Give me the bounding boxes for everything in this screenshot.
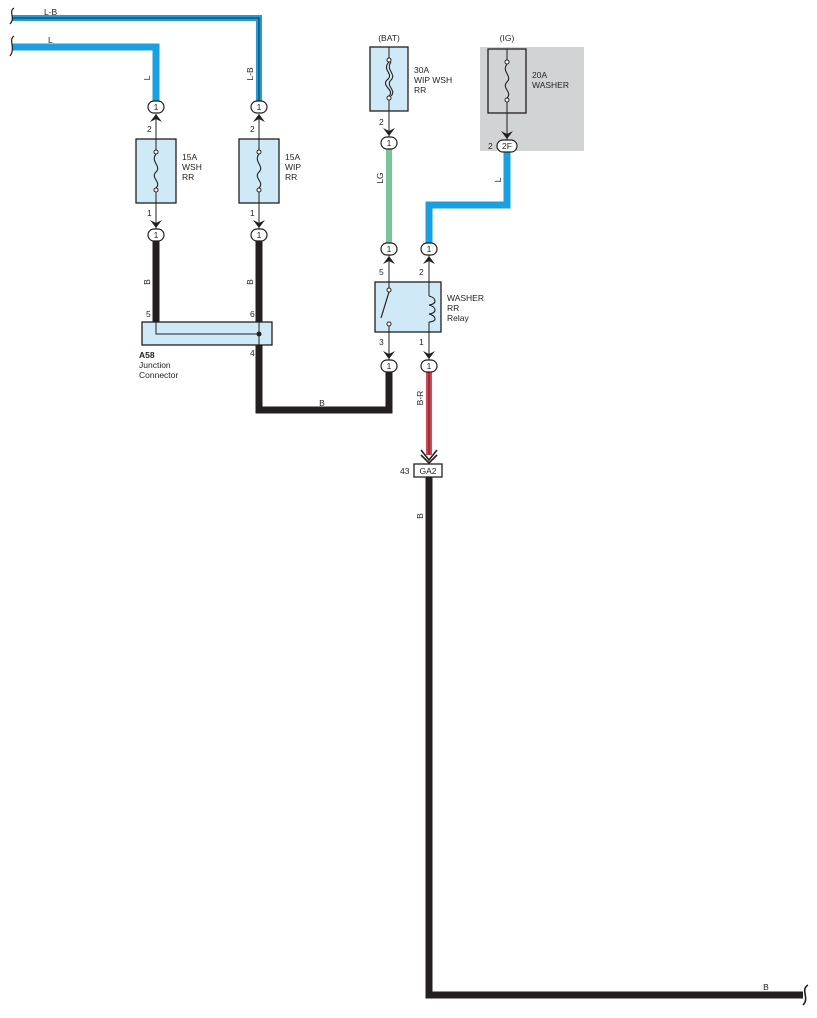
fuse-washer-name: WASHER	[532, 80, 569, 90]
pin-relay-2: 2	[419, 267, 424, 277]
supply-ig-label: (IG)	[500, 33, 515, 43]
pin-bat-fuse: 2	[379, 117, 384, 127]
pin-ga2: 43	[400, 466, 410, 476]
pin-jc-4: 4	[250, 348, 255, 358]
pin-relay-5: 5	[379, 267, 384, 277]
connector-c1: 1	[147, 100, 165, 114]
connector-c9-label: 1	[427, 361, 432, 371]
junction-label-1: Junction	[139, 360, 171, 370]
pin-wsh-bottom: 1	[147, 208, 152, 218]
wire-label-wip-feed: L-B	[245, 67, 255, 81]
connector-c2: 1	[250, 100, 268, 114]
connector-washer-ic-label: 2F	[502, 141, 512, 151]
connector-c4-label: 1	[257, 230, 262, 240]
pin-wsh-top: 2	[147, 124, 152, 134]
wire-label-wsh-out: B	[142, 279, 152, 285]
connector-c1-label: 1	[154, 102, 159, 112]
junction-label-2: Connector	[139, 370, 178, 380]
relay-label-3: Relay	[447, 313, 469, 323]
wire-jc-to-relay	[255, 345, 393, 414]
wire-label-lg: LG	[375, 172, 385, 183]
pin-washer: 2	[488, 141, 493, 151]
pin-jc-6: 6	[250, 309, 255, 319]
fuse-wip-rr-name: WIP	[285, 162, 301, 172]
connector-c7-label: 1	[427, 244, 432, 254]
fuse-wip-wsh-rr-suffix: RR	[414, 85, 426, 95]
connector-c8-label: 1	[387, 361, 392, 371]
fuse-wsh-rr-suffix: RR	[182, 172, 194, 182]
terminal-arrows	[150, 114, 513, 359]
pin-relay-3: 3	[379, 337, 384, 347]
connector-c6: 1	[380, 242, 398, 256]
fuse-wsh-rr-name: WSH	[182, 162, 202, 172]
wire-label-bottom: B	[763, 982, 769, 992]
connector-ga2: GA2	[413, 463, 443, 478]
fuse-washer	[487, 48, 527, 114]
pin-relay-1: 1	[419, 337, 424, 347]
wire-label-jc-to-relay: B	[319, 398, 325, 408]
connector-c7: 1	[420, 242, 438, 256]
wire-label-washer-feed: L	[493, 177, 503, 182]
connector-c6-label: 1	[387, 244, 392, 254]
connector-c8: 1	[380, 359, 398, 373]
fuse-wip-rr-rating: 15A	[285, 152, 300, 162]
wire-label-wip-out: B	[245, 279, 255, 285]
pin-wip-bottom: 1	[250, 208, 255, 218]
fuse-wip-rr	[238, 138, 280, 204]
relay-label-2: RR	[447, 303, 459, 313]
wire-label-top-lb: L-B	[44, 7, 58, 17]
connector-c2-label: 1	[257, 102, 262, 112]
connector-ga2-label: GA2	[419, 466, 436, 476]
wire-label-wsh-feed: L	[142, 75, 152, 80]
fuse-wip-wsh-rr	[369, 46, 409, 112]
connector-washer-ic: 2F	[496, 139, 518, 153]
connector-c9: 1	[420, 359, 438, 373]
connector-c3: 1	[147, 228, 165, 242]
pin-wip-top: 2	[250, 124, 255, 134]
junction-connector-a58	[141, 321, 273, 346]
fuse-wip-wsh-rr-name: WIP WSH	[414, 75, 452, 85]
fuse-wip-rr-suffix: RR	[285, 172, 297, 182]
fuse-washer-rating: 20A	[532, 70, 547, 80]
wire-washer-feed	[425, 152, 511, 245]
connector-c3-label: 1	[154, 230, 159, 240]
connector-c5: 1	[380, 136, 398, 150]
fuse-wsh-rr-rating: 15A	[182, 152, 197, 162]
junction-code: A58	[139, 350, 155, 360]
wire-break-right	[802, 984, 809, 1006]
fuse-wip-wsh-rr-rating: 30A	[414, 65, 429, 75]
connector-c5-label: 1	[387, 138, 392, 148]
wire-label-relay-out: B-R	[415, 391, 425, 406]
washer-rr-relay	[374, 281, 442, 333]
supply-bat-label: (BAT)	[378, 33, 400, 43]
pin-jc-5: 5	[146, 309, 151, 319]
relay-label-1: WASHER	[447, 293, 484, 303]
wire-label-ground-run: B	[415, 513, 425, 519]
wire-top-l	[12, 43, 160, 102]
wire-top-lb	[12, 15, 262, 102]
wire-ground-run	[425, 477, 803, 999]
ga2-arrow	[420, 449, 438, 465]
fuse-wsh-rr	[135, 138, 177, 204]
wire-break-left	[9, 7, 15, 57]
connector-c4: 1	[250, 228, 268, 242]
wire-label-top-l: L	[48, 35, 53, 45]
